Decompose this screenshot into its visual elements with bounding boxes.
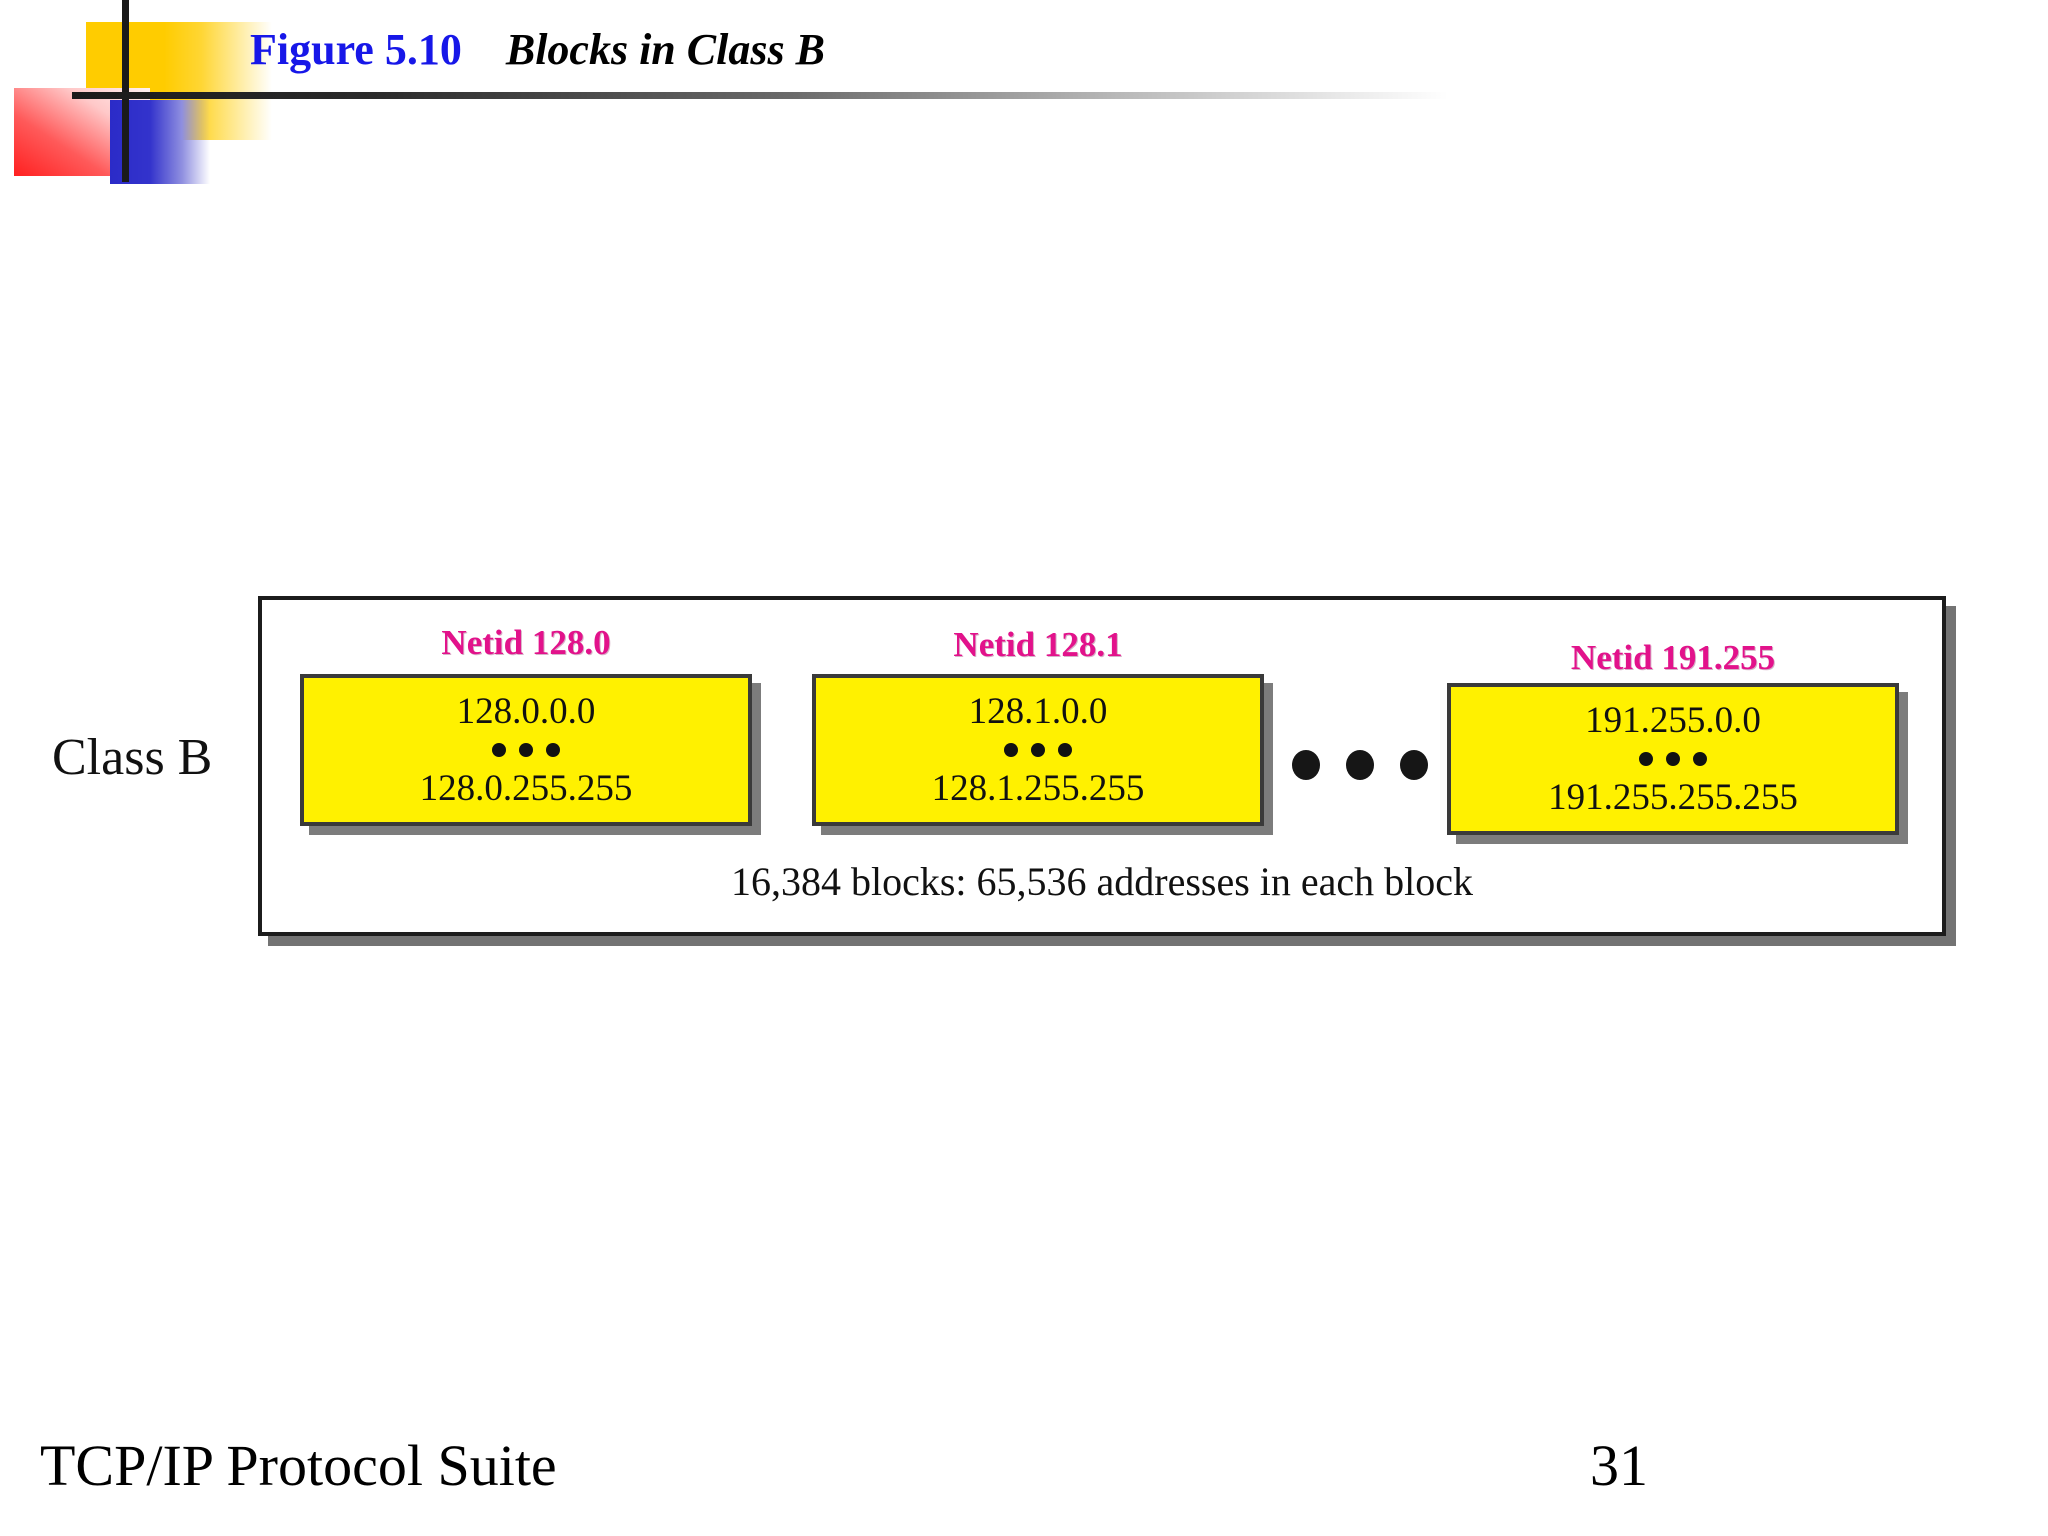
dot-icon (1346, 750, 1374, 780)
block-range-dots-1 (492, 742, 560, 757)
block-group-3: Netid 191.255 191.255.0.0 191.255.255.25… (1447, 600, 1899, 835)
block-last-address-3: 191.255.255.255 (1548, 777, 1798, 819)
footer-page-number: 31 (1590, 1433, 1648, 1498)
diagram-caption: 16,384 blocks: 65,536 addresses in each … (730, 859, 1474, 904)
blocks-ellipsis-icon (1292, 750, 1428, 780)
dot-icon (1058, 742, 1072, 757)
netid-label-2: Netid 128.1 (953, 625, 1123, 664)
footer-book-title: TCP/IP Protocol Suite (40, 1433, 557, 1498)
dot-icon (1004, 742, 1018, 757)
page-title: Figure 5.10 Blocks in Class B (250, 24, 825, 75)
dot-icon (1292, 750, 1320, 780)
block-range-dots-3 (1639, 751, 1707, 766)
decoration-vertical-line (122, 0, 129, 182)
netid-label-1: Netid 128.0 (441, 623, 611, 662)
header-decoration (0, 0, 2048, 260)
dot-icon (519, 742, 533, 757)
dot-icon (1031, 742, 1045, 757)
figure-title: Blocks in Class B (505, 25, 825, 74)
block-first-address-2: 128.1.0.0 (968, 690, 1108, 732)
block-first-address-1: 128.0.0.0 (456, 690, 596, 732)
class-label: Class B (52, 729, 213, 786)
address-block-2: 128.1.0.0 128.1.255.255 (812, 674, 1264, 826)
dot-icon (546, 742, 560, 757)
block-range-dots-2 (1004, 742, 1072, 757)
block-last-address-1: 128.0.255.255 (419, 768, 633, 810)
block-group-2: Netid 128.1 128.1.0.0 128.1.255.255 (812, 600, 1264, 826)
decoration-horizontal-rule (72, 92, 1448, 99)
dot-icon (492, 742, 506, 757)
address-block-3: 191.255.0.0 191.255.255.255 (1447, 683, 1899, 835)
dot-icon (1400, 750, 1428, 780)
address-block-1: 128.0.0.0 128.0.255.255 (300, 674, 752, 826)
block-last-address-2: 128.1.255.255 (931, 768, 1145, 810)
block-first-address-3: 191.255.0.0 (1585, 699, 1761, 741)
dot-icon (1666, 751, 1680, 766)
blocks-row: Netid 128.0 128.0.0.0 128.0.255.255 Neti… (262, 600, 1942, 932)
figure-number: Figure 5.10 (250, 25, 462, 74)
class-b-diagram-box: Netid 128.0 128.0.0.0 128.0.255.255 Neti… (258, 596, 1946, 936)
netid-label-3: Netid 191.255 (1570, 638, 1776, 677)
dot-icon (1639, 751, 1653, 766)
block-group-1: Netid 128.0 128.0.0.0 128.0.255.255 (300, 600, 752, 826)
dot-icon (1693, 751, 1707, 766)
